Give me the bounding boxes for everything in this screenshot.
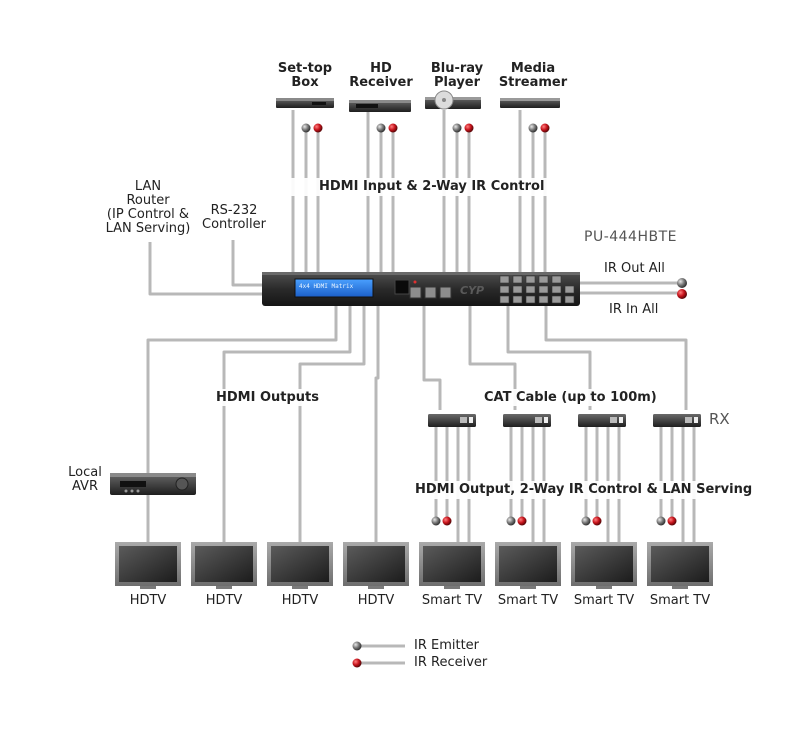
hdtv-2 [191,542,257,589]
cable-cat-1 [422,306,442,410]
rx-ir-dots [431,516,677,526]
cable-rs232 [231,240,262,287]
cable-cat-4 [544,306,688,410]
cable-out-hdtv1 [146,306,338,542]
display-label-1: HDTV [129,593,167,608]
blu-ray-player-device [425,90,481,110]
ir-receiver-dot [388,123,398,133]
ir-in-all-receiver-dot [677,289,687,299]
cables [146,110,688,542]
hdmi-matrix-unit: CYP [262,272,580,306]
hdtv-1 [115,542,181,589]
smart-tv-4 [647,542,713,589]
display-label-4: HDTV [357,593,395,608]
ir-receiver-dot [540,123,550,133]
display-label-8: Smart TV [649,593,711,608]
display-label-5: Smart TV [421,593,483,608]
rx-unit-2 [503,414,551,427]
display-label-6: Smart TV [497,593,559,608]
tv-row [115,542,713,589]
cable-out-hdtv2 [222,306,352,542]
input-band-bg [282,178,572,196]
ir-out-all-emitter-dot [677,278,687,288]
cable-cat-3 [506,306,592,410]
legend-emitter-dot [352,641,362,651]
ir-emitter-dot [452,123,462,133]
cable-out-hdtv4 [374,306,380,542]
cable-out-hdtv3 [298,306,366,542]
input-band-label: HDMI Input & 2-Way IR Control [319,179,545,194]
hd-receiver-device [349,100,411,112]
display-label-3: HDTV [281,593,319,608]
ir-receiver-dot [667,516,677,526]
rx-units [428,414,701,427]
ir-emitter-dot [376,123,386,133]
output-band-bg [411,481,727,499]
ir-emitter-dot [656,516,666,526]
legend-ir-emitter-label: IR Emitter [414,638,480,653]
ir-receiver-dot [517,516,527,526]
display-label-7: Smart TV [573,593,635,608]
ir-receiver-dot [592,516,602,526]
source-ir-dots [301,123,550,133]
legend-receiver-dot [352,658,362,668]
rx-unit-4 [653,414,701,427]
smart-tv-1 [419,542,485,589]
cable-lan [148,242,262,296]
hdtv-4 [343,542,409,589]
svg-text:CYP: CYP [460,284,484,297]
model-label: PU-444HBTE [584,229,677,245]
ir-receiver-dot [442,516,452,526]
output-band-label: HDMI Output, 2-Way IR Control & LAN Serv… [415,482,753,497]
display-label-2: HDTV [205,593,243,608]
legend-ir-receiver-label: IR Receiver [414,655,488,670]
hdmi-outputs-bg [212,389,312,406]
rx-label: RX [709,410,730,428]
ir-receiver-dot [313,123,323,133]
cat-cable-bg [478,389,656,406]
ir-emitter-dot [528,123,538,133]
matrix-lcd-text: 4x4 HDMI Matrix [299,283,354,290]
set-top-box-device [276,98,334,108]
ir-emitter-dot [581,516,591,526]
smart-tv-3 [571,542,637,589]
ir-emitter-dot [506,516,516,526]
cat-cable-label: CAT Cable (up to 100m) [484,390,657,405]
ir-out-all-label: IR Out All [604,261,665,276]
legend-symbols [352,641,405,668]
media-streamer-device [500,98,560,108]
hdmi-outputs-label: HDMI Outputs [216,390,320,405]
local-avr-device [110,473,196,495]
ir-emitter-dot [301,123,311,133]
hdtv-3 [267,542,333,589]
ir-emitter-dot [431,516,441,526]
ir-receiver-dot [464,123,474,133]
smart-tv-2 [495,542,561,589]
ir-in-all-label: IR In All [609,302,659,317]
cable-cat-2 [468,306,517,410]
rx-unit-3 [578,414,626,427]
rx-unit-1 [428,414,476,427]
